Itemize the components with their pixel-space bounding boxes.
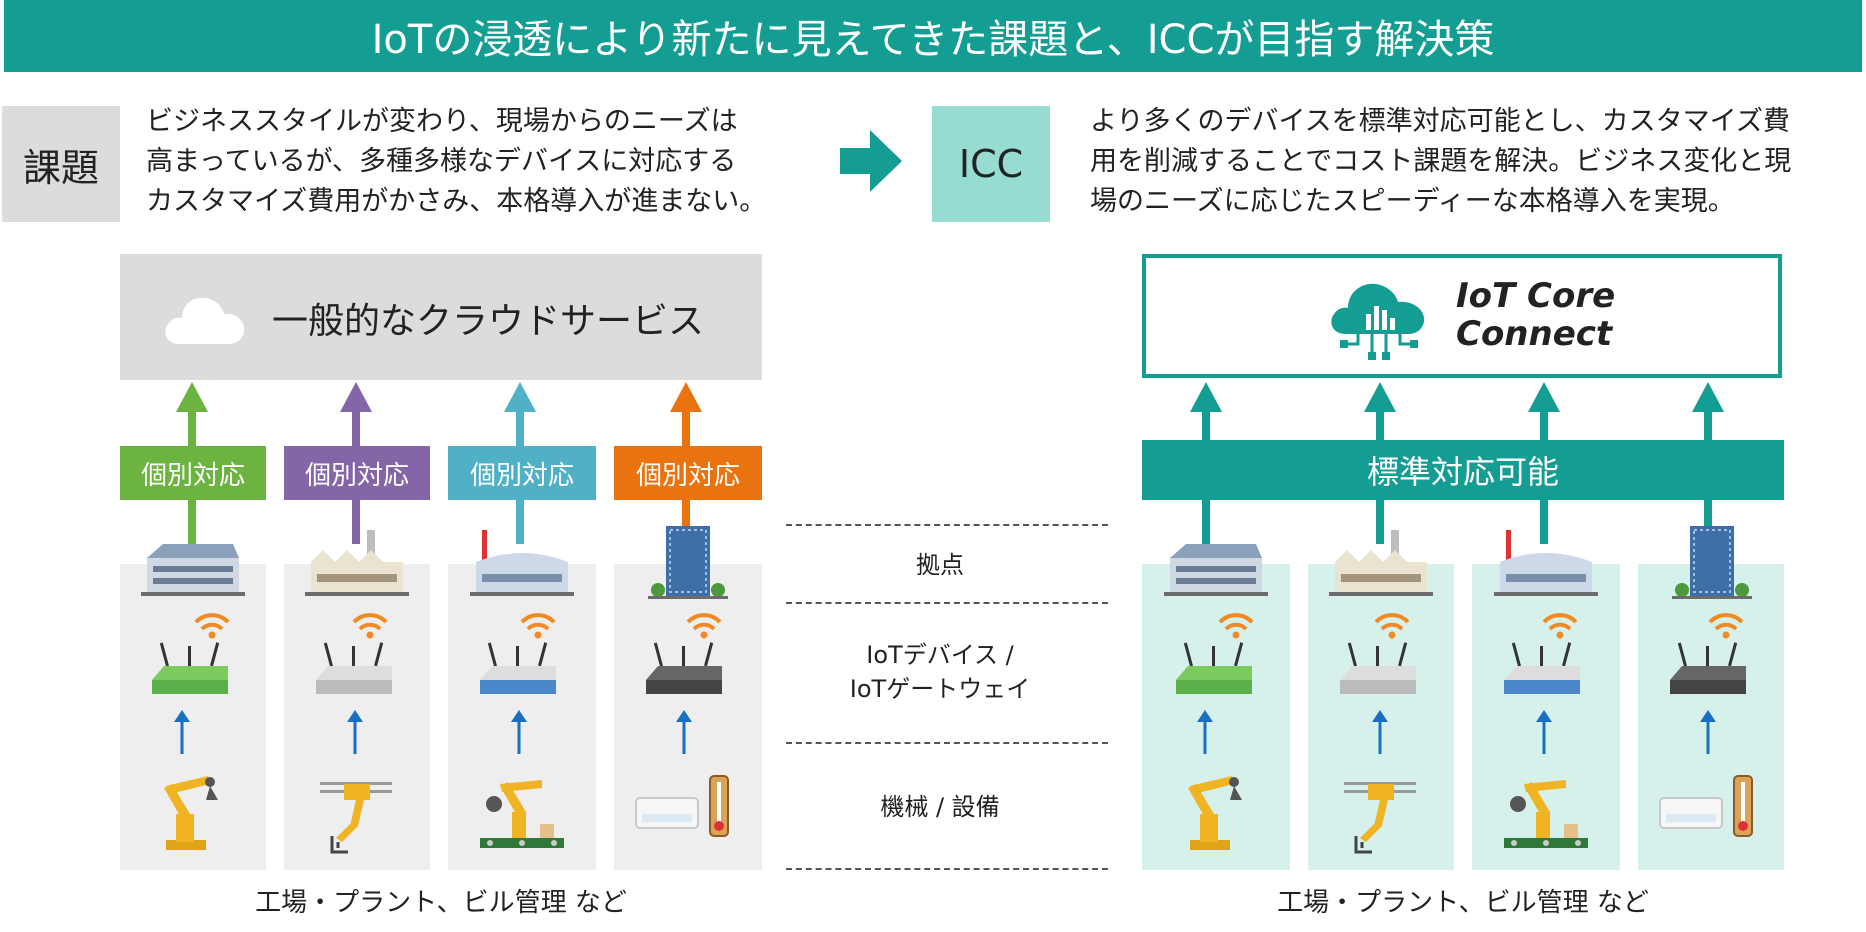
green-arrow-icon (176, 382, 208, 544)
standard-support-band: 標準対応可能 (1142, 440, 1784, 500)
separator-line-2 (786, 602, 1108, 604)
right-arrow-icon (840, 130, 902, 192)
generic-cloud-box: 一般的なクラウドサービス (120, 254, 762, 380)
custom-tag-3: 個別対応 (448, 446, 596, 500)
orange-arrow-icon (670, 382, 702, 544)
separator-line-3 (786, 742, 1108, 744)
custom-tag-1: 個別対応 (120, 446, 266, 500)
teal-arrow-icon (1364, 382, 1396, 544)
icc-logo-box: IoT Core Connect (1142, 254, 1782, 378)
separator-line-4 (786, 868, 1108, 870)
solution-line-2: 用を削減することでコスト課題を解決。ビジネス変化と現 (1090, 146, 1792, 177)
logo-text-line-1: IoT Core (1456, 276, 1616, 316)
custom-tag-4: 個別対応 (614, 446, 762, 500)
generic-cloud-label: 一般的なクラウドサービス (272, 301, 705, 342)
problem-line-2: 高まっているが、多種多様なデバイスに対応する (146, 146, 737, 177)
teal-arrow-icon (1190, 382, 1222, 544)
teal-arrow-icon (1528, 382, 1560, 544)
logo-text-line-2: Connect (1456, 314, 1613, 354)
row-label-machines: 機械 / 設備 (880, 793, 1000, 821)
row-label-devices: IoTデバイス / IoTゲートウェイ (790, 638, 1090, 706)
page-title: IoTの浸透により新たに見えてきた課題と、ICCが目指す解決策 (4, 0, 1862, 72)
teal-arrow-icon (1692, 382, 1724, 544)
purple-arrow-icon (340, 382, 372, 544)
problem-label: 課題 (2, 106, 120, 222)
right-footer: 工場・プラント、ビル管理 など (1277, 888, 1649, 918)
problem-line-3: カスタマイズ費用がかさみ、本格導入が進まない。 (146, 186, 767, 217)
cloud-icon (165, 297, 245, 344)
solution-line-1: より多くのデバイスを標準対応可能とし、カスタマイズ費 (1090, 106, 1790, 137)
row-label-devices-line-2: IoTゲートウェイ (849, 675, 1031, 703)
iot-core-connect-logo-icon (1331, 283, 1425, 360)
left-footer: 工場・プラント、ビル管理 など (255, 888, 627, 918)
separator-line-1 (786, 524, 1108, 526)
row-label-site: 拠点 (916, 551, 964, 579)
custom-tag-2: 個別対応 (284, 446, 430, 500)
problem-line-1: ビジネススタイルが変わり、現場からのニーズは (146, 106, 738, 137)
blue-arrow-icon (504, 382, 536, 544)
icc-label: ICC (932, 106, 1050, 222)
solution-line-3: 場のニーズに応じたスピーディーな本格導入を実現。 (1090, 186, 1735, 217)
solution-description: より多くのデバイスを標準対応可能とし、カスタマイズ費 用を削減することでコスト課… (1090, 102, 1860, 222)
row-label-devices-line-1: IoTデバイス / (866, 641, 1014, 669)
problem-description: ビジネススタイルが変わり、現場からのニーズは 高まっているが、多種多様なデバイス… (146, 102, 826, 222)
